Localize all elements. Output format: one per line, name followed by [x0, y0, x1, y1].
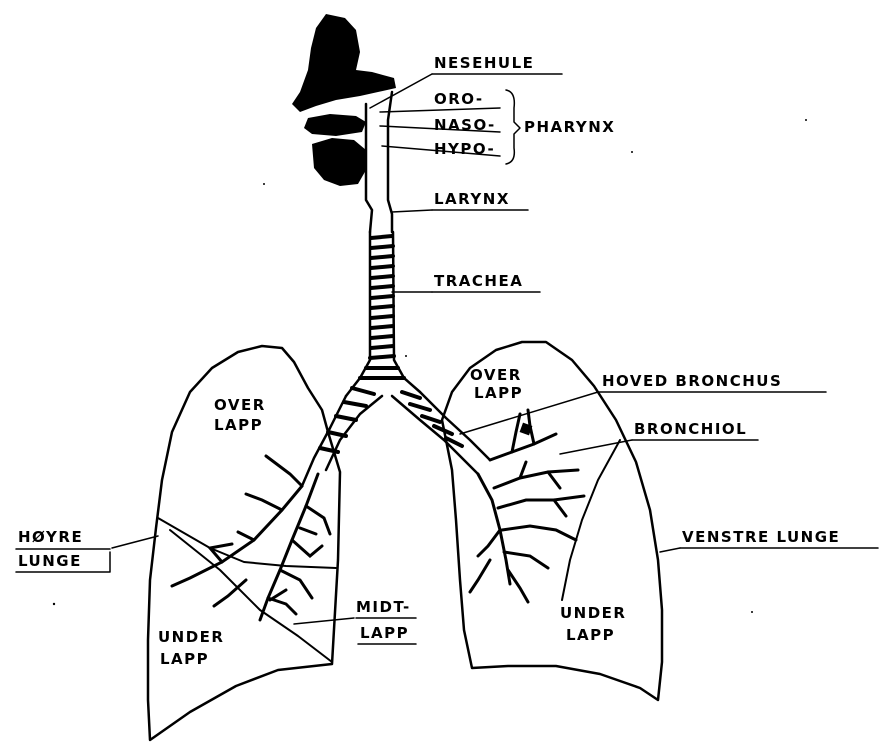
label-right-over-lapp-1: OVER — [214, 396, 266, 414]
label-hoyre-line1: HØYRE — [18, 528, 83, 546]
label-hoved-bronchus: HOVED BRONCHUS — [602, 372, 782, 390]
trachea — [346, 232, 420, 396]
tongue-shape — [312, 138, 366, 186]
label-bronchiol: BRONCHIOL — [634, 420, 747, 438]
label-naso: NASO- — [434, 116, 496, 134]
label-nesehule: NESEHULE — [434, 54, 534, 72]
label-larynx: LARYNX — [434, 190, 510, 208]
label-left-over-lapp-1: OVER — [470, 366, 522, 384]
label-midt-line2: LAPP — [360, 624, 409, 642]
oral-cavity-shape — [304, 114, 366, 136]
labels: NESEHULE ORO- NASO- HYPO- PHARYNX LARYNX… — [16, 54, 840, 668]
head-cavities — [292, 14, 396, 232]
label-right-over-lapp-2: LAPP — [214, 416, 263, 434]
label-left-over-lapp-2: LAPP — [474, 384, 523, 402]
label-hypo: HYPO- — [434, 140, 495, 158]
label-right-under-lapp-1: UNDER — [158, 628, 224, 646]
label-midt-line1: MIDT- — [356, 598, 411, 616]
label-right-under-lapp-2: LAPP — [160, 650, 209, 668]
nasal-cavity-shape — [292, 14, 396, 112]
label-hoyre-line2: LUNGE — [18, 552, 82, 570]
label-left-under-lapp-2: LAPP — [566, 626, 615, 644]
label-venstre-lunge: VENSTRE LUNGE — [682, 528, 840, 546]
label-left-under-lapp-1: UNDER — [560, 604, 626, 622]
label-trachea: TRACHEA — [434, 272, 523, 290]
label-pharynx: PHARYNX — [524, 118, 615, 136]
label-oro: ORO- — [434, 90, 484, 108]
